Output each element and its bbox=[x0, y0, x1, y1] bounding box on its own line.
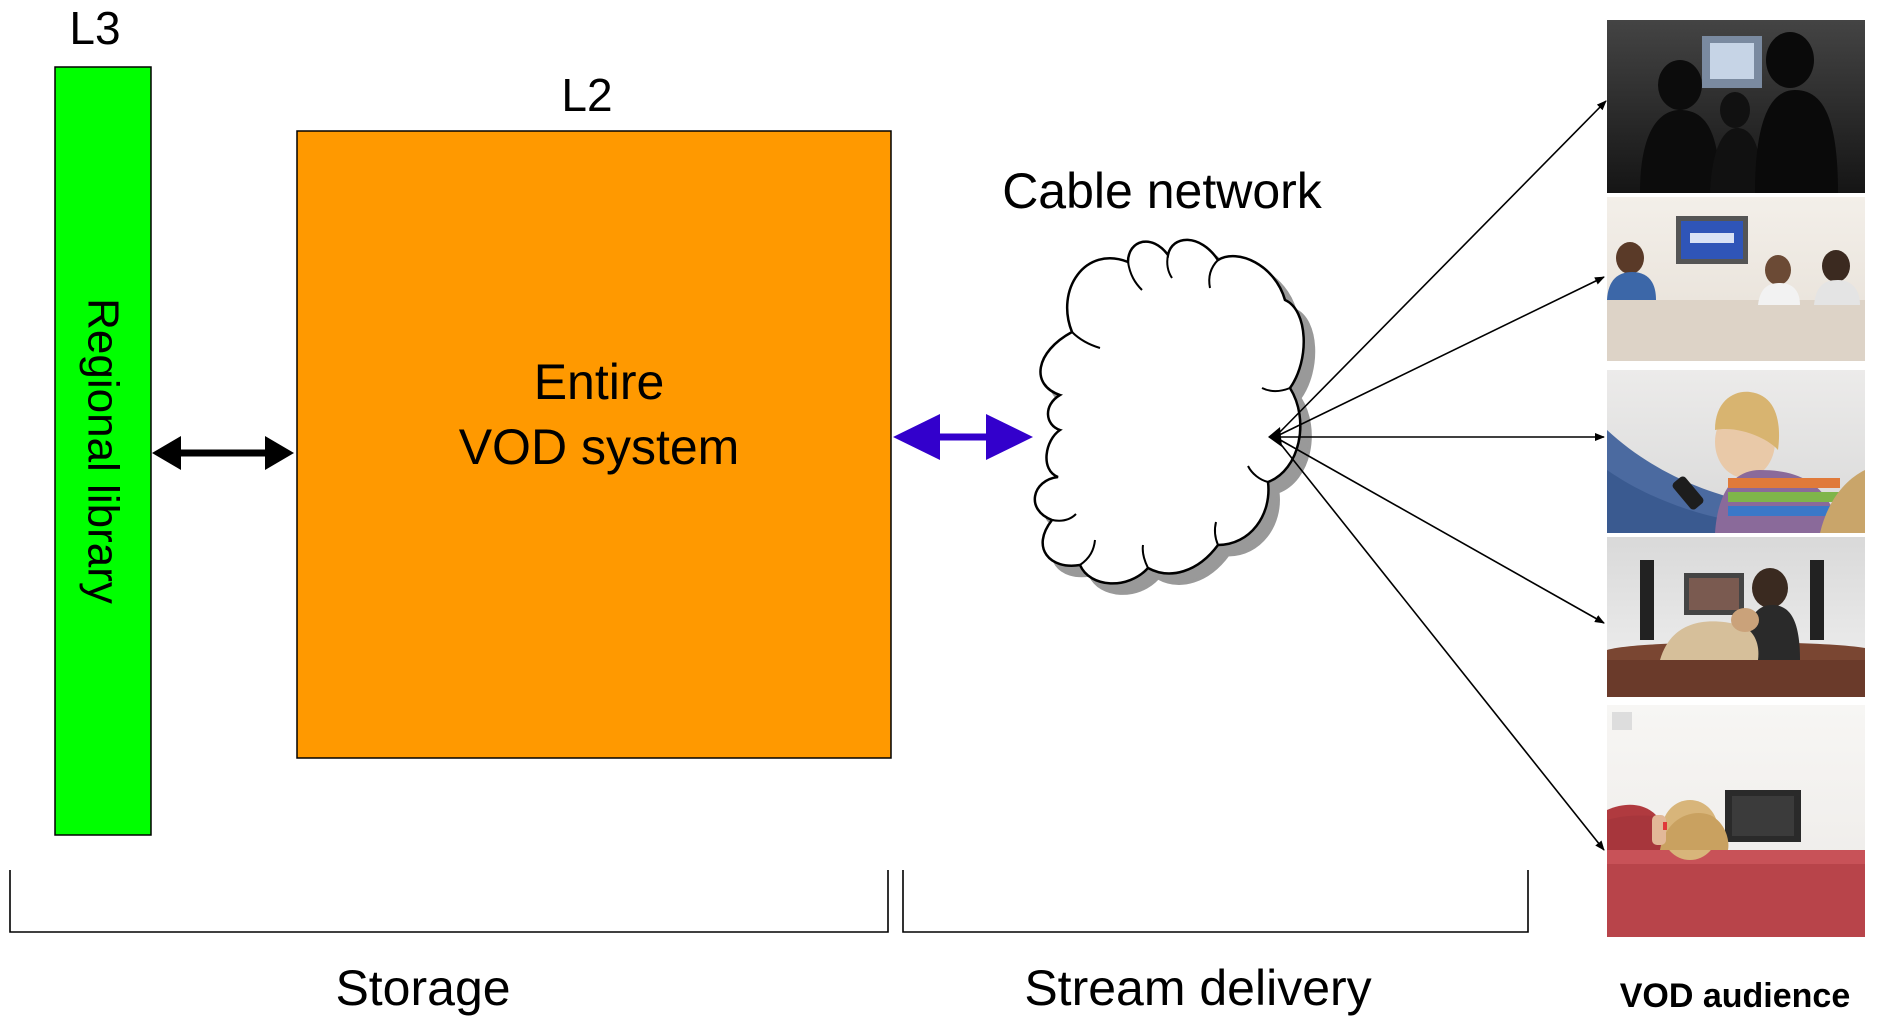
stream-delivery-bracket bbox=[902, 870, 1529, 933]
girl-with-remote-photo bbox=[1607, 370, 1865, 533]
woman-relaxing-on-sofa-photo bbox=[1607, 705, 1865, 937]
vod-system-box bbox=[296, 130, 892, 759]
storage-link-arrow bbox=[152, 436, 294, 470]
vod-system-title-line2: VOD system bbox=[459, 419, 740, 475]
family-watching-tv-silhouette-photo bbox=[1607, 20, 1865, 193]
cable-network-label: Cable network bbox=[1002, 163, 1323, 219]
stream-delivery-label: Stream delivery bbox=[1024, 960, 1371, 1016]
couple-watching-tv-photo bbox=[1607, 537, 1865, 697]
vod-system-title-line1: Entire bbox=[534, 354, 665, 410]
regional-library-bar bbox=[54, 66, 152, 836]
delivery-arrows bbox=[1274, 100, 1607, 851]
regional-library-label: Regional library bbox=[79, 298, 128, 604]
storage-bracket bbox=[9, 870, 889, 933]
l2-label: L2 bbox=[561, 69, 612, 121]
network-link-arrow bbox=[893, 414, 1033, 460]
delivery-hub bbox=[1268, 427, 1282, 447]
l3-label: L3 bbox=[69, 2, 120, 54]
vod-audience-label: VOD audience bbox=[1620, 977, 1851, 1015]
storage-label: Storage bbox=[335, 960, 510, 1016]
people-watching-tv-on-couch-photo bbox=[1607, 197, 1865, 361]
cable-network-cloud-icon bbox=[1033, 238, 1316, 595]
